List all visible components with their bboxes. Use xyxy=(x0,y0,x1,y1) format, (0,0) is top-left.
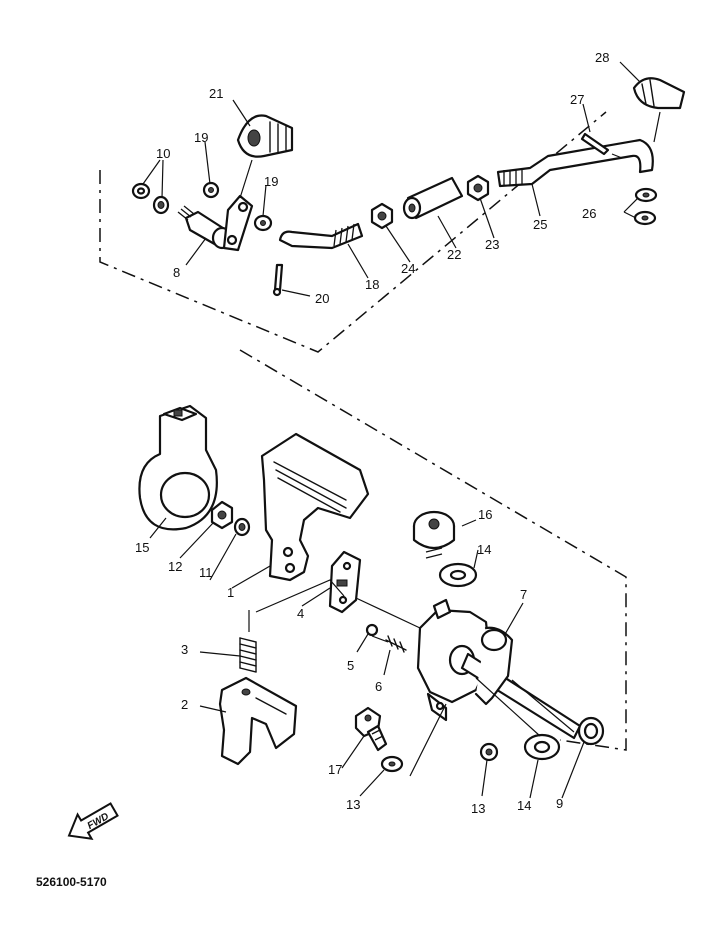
part-14-washer-lower xyxy=(523,733,561,761)
part-15-collar xyxy=(138,404,218,531)
part-lever-plate xyxy=(222,194,254,252)
callout-label: 4 xyxy=(297,606,304,621)
callout-label: 1 xyxy=(227,585,234,600)
part-20-pin xyxy=(272,263,284,297)
callout-label: 7 xyxy=(520,587,527,602)
callout-label: 15 xyxy=(135,540,149,555)
guide-lines-upper xyxy=(239,111,661,199)
callout-label: 8 xyxy=(173,265,180,280)
fwd-arrow-icon: FWD xyxy=(67,802,119,840)
part-27-pin xyxy=(580,132,610,156)
part-14-washer-upper xyxy=(438,562,478,588)
part-6-spring xyxy=(385,635,407,653)
part-9-clip xyxy=(577,716,605,746)
callout-label: 28 xyxy=(595,50,609,65)
callout-label: 25 xyxy=(533,217,547,232)
part-26-washers xyxy=(633,187,658,226)
callout-label: 14 xyxy=(517,798,531,813)
part-4-plate xyxy=(328,550,362,614)
upper-assembly-frame xyxy=(99,111,607,353)
callout-label: 13 xyxy=(471,801,485,816)
callout-label: 18 xyxy=(365,277,379,292)
callout-label: 3 xyxy=(181,642,188,657)
callout-label: 10 xyxy=(156,146,170,161)
part-18-rod xyxy=(278,222,364,250)
lower-assembly-frame xyxy=(239,349,627,751)
part-8-shaft xyxy=(177,205,233,250)
callout-label: 20 xyxy=(315,291,329,306)
callout-label: 14 xyxy=(477,542,491,557)
callout-label: 16 xyxy=(478,507,492,522)
callout-label: 13 xyxy=(346,797,360,812)
callout-label: 12 xyxy=(168,559,182,574)
part-23-nut xyxy=(466,174,490,202)
callout-label: 22 xyxy=(447,247,461,262)
part-1-handle xyxy=(260,432,370,582)
fwd-label: FWD xyxy=(86,811,111,832)
callout-label: 24 xyxy=(401,261,415,276)
callout-label: 6 xyxy=(375,679,382,694)
part-17-bolt xyxy=(354,706,388,752)
callout-label: 11 xyxy=(199,565,213,580)
part-22-sleeve xyxy=(402,176,464,220)
part-10-washers xyxy=(131,182,170,215)
guide-lines-lower xyxy=(248,579,575,777)
part-28-boot xyxy=(632,77,686,110)
callout-label: 17 xyxy=(328,762,342,777)
callout-labels: 1 2 3 4 5 6 7 8 9 10 11 12 13 13 14 14 1… xyxy=(135,50,609,816)
leader-lines xyxy=(142,61,641,799)
part-25-rod xyxy=(496,138,654,188)
callout-label: 21 xyxy=(209,86,223,101)
callout-label: 19 xyxy=(264,174,278,189)
part-3-spring xyxy=(239,637,257,673)
part-16-bolt xyxy=(412,510,456,559)
callout-label: 2 xyxy=(181,697,188,712)
part-7-housing xyxy=(416,598,582,740)
part-2-bracket xyxy=(218,676,298,766)
callout-label: 19 xyxy=(194,130,208,145)
catalog-code: 526100-5170 xyxy=(36,875,107,889)
part-5-ball xyxy=(365,623,379,637)
callout-label: 9 xyxy=(556,796,563,811)
part-21-boot xyxy=(236,114,294,158)
part-12-nut xyxy=(210,500,234,530)
part-13-washers xyxy=(380,742,499,773)
part-24-nut xyxy=(370,202,394,230)
part-11-washer xyxy=(233,517,251,537)
callout-label: 23 xyxy=(485,237,499,252)
callout-label: 5 xyxy=(347,658,354,673)
callout-label: 27 xyxy=(570,92,584,107)
callout-label: 26 xyxy=(582,206,596,221)
